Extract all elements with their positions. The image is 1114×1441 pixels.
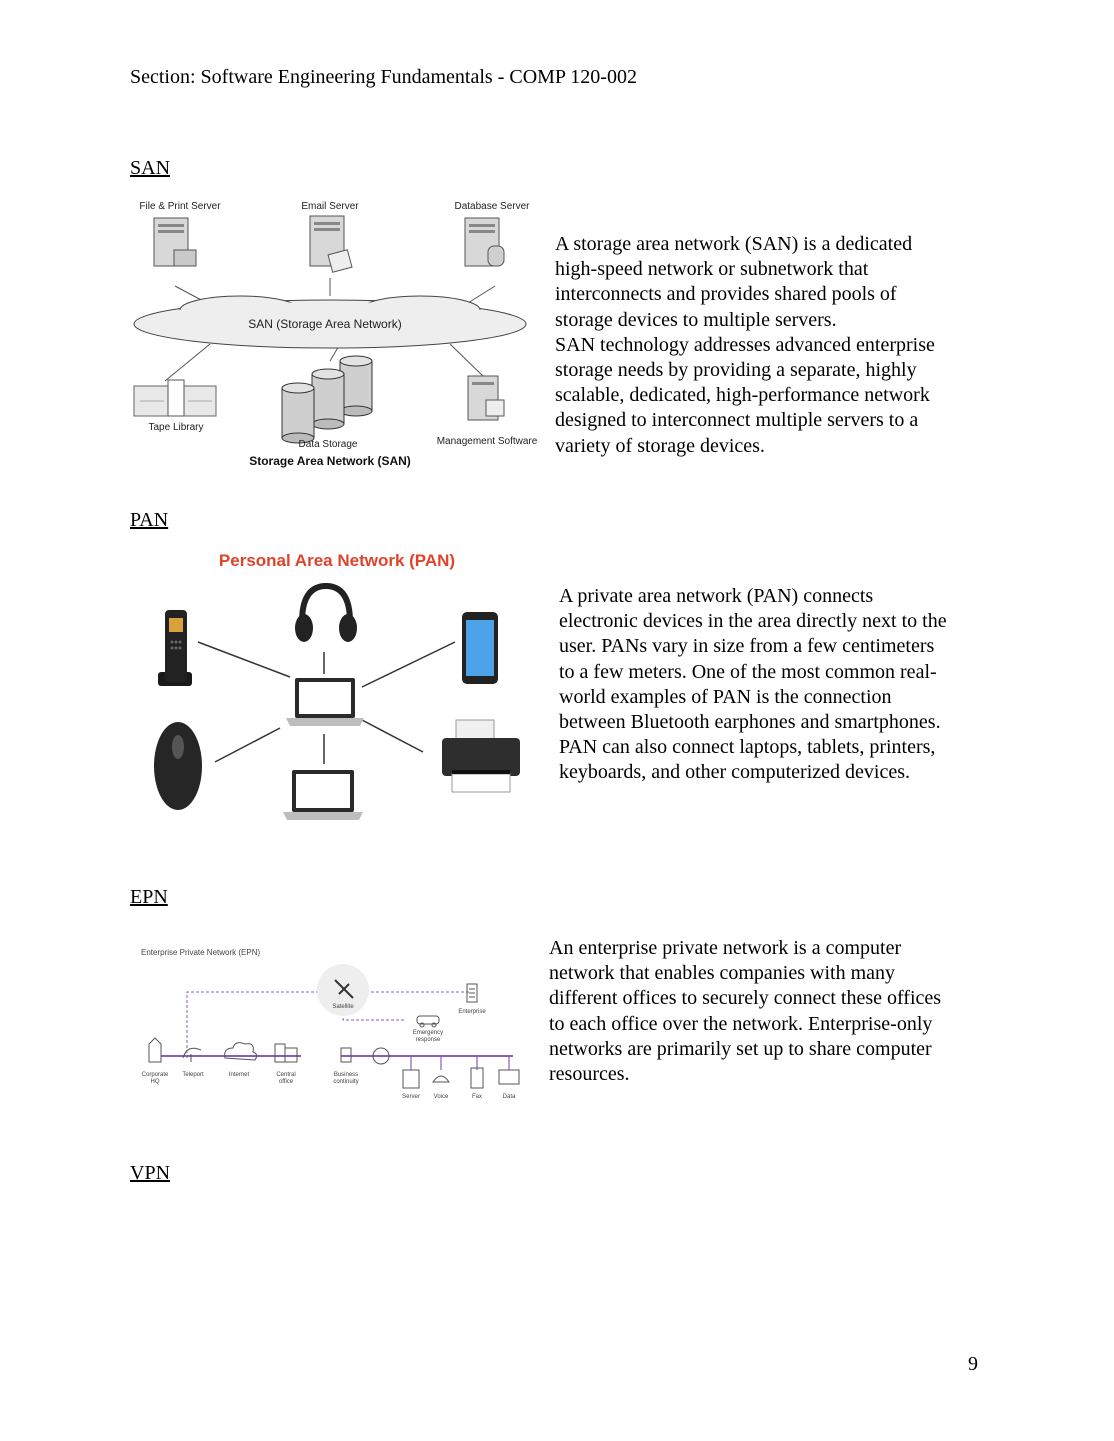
response-label: response — [416, 1037, 441, 1043]
cloud-icon — [224, 1042, 258, 1061]
vpn-heading: VPN — [130, 1162, 171, 1184]
monitor-icon — [498, 1069, 520, 1085]
pan-diagram: Personal Area Network (PAN) — [140, 542, 540, 830]
smartphone-icon — [462, 612, 498, 684]
laptop-icon — [283, 770, 363, 820]
pan-title: Personal Area Network (PAN) — [219, 551, 455, 570]
epn-diagram: Enterprise Private Network (EPN) Satelli… — [135, 940, 535, 1108]
san-caption: Storage Area Network (SAN) — [249, 454, 411, 468]
headphones-icon — [295, 582, 357, 642]
server-icon — [402, 1069, 420, 1089]
router-icon — [372, 1047, 390, 1065]
section-header: Section: Software Engineering Fundamenta… — [130, 66, 637, 88]
epn-description: An enterprise private network is a compu… — [549, 937, 942, 1086]
epn-figure: Enterprise Private Network (EPN) Satelli… — [135, 940, 535, 1108]
teleport-label: Teleport — [182, 1072, 204, 1078]
page-number: 9 — [968, 1353, 978, 1375]
corp-label-2: HQ — [151, 1079, 160, 1085]
corp-label-1: Corporate — [142, 1072, 169, 1078]
dish-icon — [182, 1047, 202, 1062]
san-figure: SAN (Storage Area Network) File & Print … — [130, 196, 540, 474]
fax-icon — [470, 1067, 484, 1089]
hq-building-icon — [148, 1037, 162, 1063]
san-heading: SAN — [130, 157, 171, 179]
san-cloud-label: SAN (Storage Area Network) — [248, 317, 401, 331]
file-server-label: File & Print Server — [139, 201, 221, 212]
storage-icon — [281, 355, 373, 444]
pan-figure: Personal Area Network (PAN) — [140, 542, 540, 830]
epn-title: Enterprise Private Network (EPN) — [141, 948, 260, 957]
satellite-icon: Satellite — [317, 964, 369, 1016]
management-label: Management Software — [437, 436, 538, 447]
pan-heading: PAN — [130, 509, 169, 531]
server-icon — [153, 217, 197, 267]
business-label-2: continuity — [333, 1079, 358, 1085]
cloud-icon — [133, 295, 527, 349]
management-icon — [467, 375, 505, 421]
enterprise-icon — [466, 983, 478, 1003]
tape-library-icon — [133, 379, 217, 417]
car-icon — [416, 1015, 440, 1028]
laptop-icon — [286, 678, 364, 726]
office-building-icon — [274, 1043, 298, 1063]
enterprise-label: Enterprise — [458, 1009, 486, 1015]
printer-icon — [442, 719, 520, 793]
data-storage-label: Data Storage — [299, 439, 358, 450]
db-server-label: Database Server — [454, 201, 530, 212]
tape-library-label: Tape Library — [148, 422, 203, 433]
business-building-icon — [340, 1047, 352, 1063]
server-icon — [309, 215, 353, 273]
san-diagram: SAN (Storage Area Network) File & Print … — [130, 196, 540, 474]
phone-icon — [432, 1075, 450, 1083]
san-description: A storage area network (SAN) is a dedica… — [555, 233, 935, 457]
emergency-label: Emergency — [413, 1030, 443, 1036]
cordless-phone-icon — [158, 610, 192, 686]
internet-label: Internet — [229, 1072, 250, 1078]
business-label-1: Business — [334, 1072, 358, 1078]
voice-label: Voice — [434, 1094, 449, 1100]
pan-description: A private area network (PAN) connects el… — [559, 585, 947, 784]
mouse-icon — [154, 722, 202, 810]
fax-label: Fax — [472, 1094, 482, 1100]
database-server-icon — [464, 217, 505, 267]
satellite-label: Satellite — [332, 1004, 354, 1010]
data-label: Data — [503, 1094, 516, 1100]
email-server-label: Email Server — [301, 201, 359, 212]
central-label-2: office — [279, 1079, 294, 1085]
central-label-1: Central — [276, 1072, 295, 1078]
server-label: Server — [402, 1094, 420, 1100]
epn-heading: EPN — [130, 886, 168, 908]
